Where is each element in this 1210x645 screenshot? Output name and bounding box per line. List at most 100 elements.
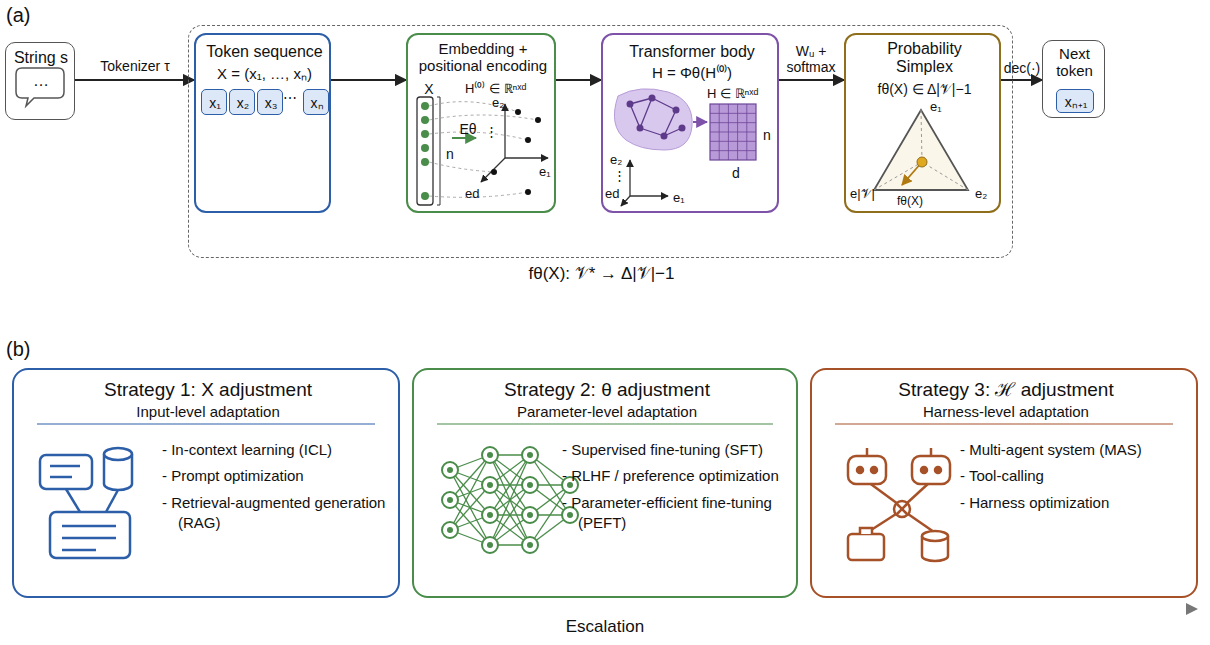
node-text: H ∈ ℝⁿˣᵈ xyxy=(707,87,781,102)
node-text: ed xyxy=(465,187,483,202)
node-title: x₃ xyxy=(258,90,284,116)
neural-network-icon xyxy=(450,485,490,530)
process-box: Embedding + positional encodingX H⁽⁰⁾ ∈ ℝ… xyxy=(406,33,556,213)
embedding-figure xyxy=(429,132,528,140)
process-box: Transformer bodyH = Φθ(H⁽⁰⁾)H ∈ ℝⁿˣᵈnde₂… xyxy=(601,33,779,213)
edge-label: Wᵤ + softmax xyxy=(780,43,842,75)
node-title: xₙ₊₁ xyxy=(1057,90,1095,114)
neural-network-icon xyxy=(527,512,533,518)
embedding-figure xyxy=(452,137,476,139)
transformer-figure xyxy=(661,133,668,140)
node-title: x₁ xyxy=(202,90,228,116)
node-title: Strategy 1: X adjustment xyxy=(14,379,402,401)
node-text: e₂ xyxy=(975,187,993,202)
node-title: String s xyxy=(6,49,76,67)
escalation-arrow xyxy=(1186,603,1198,615)
node-title: xₙ xyxy=(304,90,330,116)
embedding-figure xyxy=(515,109,521,115)
transformer-figure xyxy=(627,101,634,108)
neural-network-icon xyxy=(442,447,578,553)
agents-icon xyxy=(912,456,950,484)
node-text: e₁ xyxy=(539,165,557,180)
embedding-figure xyxy=(417,97,433,205)
node-text: e₁ xyxy=(673,191,691,206)
neural-network-icon xyxy=(442,492,458,508)
neural-network-icon xyxy=(487,482,493,488)
panel-label: (a) xyxy=(6,4,46,27)
escalation-arrow xyxy=(12,603,1198,615)
node-text: H⁽⁰⁾ ∈ ℝⁿˣᵈ xyxy=(465,82,557,97)
agents-icon xyxy=(908,514,934,532)
speech-bubble xyxy=(16,68,64,106)
simplex-figure xyxy=(874,110,968,190)
transformer-figure xyxy=(649,95,656,102)
neural-network-icon xyxy=(487,452,493,458)
ellipsis-label: ⋯ xyxy=(280,90,300,106)
neural-network-icon xyxy=(447,467,453,473)
process-box: x₂ xyxy=(229,89,255,115)
agents-icon xyxy=(848,456,886,484)
transformer-figure xyxy=(614,89,692,150)
node-text: H = Φθ(H⁽⁰⁾) xyxy=(603,64,781,81)
transformer-figure xyxy=(710,113,756,114)
embedding-figure xyxy=(421,192,429,200)
bullet-item: - Retrieval-augmented generation (RAG) xyxy=(162,493,388,534)
neural-network-icon xyxy=(482,477,498,493)
neural-network-icon xyxy=(487,542,493,548)
transformer-figure xyxy=(693,121,707,123)
transformer-figure xyxy=(629,160,630,196)
node-text: ⋮ xyxy=(485,125,495,140)
documents-icon xyxy=(40,448,132,558)
neural-network-icon xyxy=(490,455,530,545)
neural-network-icon xyxy=(527,482,533,488)
bullet-list: - Supervised fine-tuning (SFT)- RLHF / p… xyxy=(562,440,786,539)
bullet-item: - Tool-calling xyxy=(960,466,1186,486)
embedding-figure xyxy=(417,97,548,205)
embedding-figure xyxy=(421,116,429,124)
documents-icon xyxy=(66,489,80,512)
documents-icon xyxy=(40,455,92,489)
embedding-figure xyxy=(505,157,548,158)
agents-icon xyxy=(930,448,933,456)
flow-arrow xyxy=(331,79,406,81)
embedding-figure xyxy=(429,115,538,120)
bullet-item: - Prompt optimization xyxy=(162,466,388,486)
transformer-figure xyxy=(621,196,630,206)
node-text: ⋮ xyxy=(613,169,623,184)
neural-network-icon xyxy=(522,537,538,553)
neural-network-icon xyxy=(527,542,533,548)
transformer-figure xyxy=(627,95,686,140)
node-title: Token sequence xyxy=(196,43,333,61)
flow-arrow xyxy=(75,79,194,81)
node-text: X xyxy=(421,81,437,97)
simplex-figure xyxy=(874,162,922,190)
simplex-figure xyxy=(874,110,968,190)
node-title: Transformer body xyxy=(603,43,781,61)
simplex-figure xyxy=(922,162,968,190)
simplex-figure xyxy=(874,110,968,190)
node-text: e|𝒱| xyxy=(850,187,876,202)
documents-icon xyxy=(106,490,118,512)
process-box: x₁ xyxy=(201,89,227,115)
flow-arrow xyxy=(779,79,844,81)
documents-icon xyxy=(62,537,116,540)
neural-network-icon xyxy=(522,507,538,523)
process-box: xₙ₊₁ xyxy=(1056,89,1094,113)
strategy-box: Strategy 3: ℋ adjustmentHarness-level ad… xyxy=(810,368,1198,598)
transformer-figure xyxy=(673,107,680,114)
neural-network-icon xyxy=(442,462,458,478)
agents-icon xyxy=(897,504,907,514)
simplex-figure xyxy=(917,157,927,167)
edge-label: dec(·) xyxy=(1001,60,1043,76)
embedding-figure xyxy=(481,158,505,182)
node-text: fθ(X) xyxy=(885,195,935,209)
neural-network-icon xyxy=(442,522,458,538)
neural-network-icon xyxy=(487,512,493,518)
node-text: e₁ xyxy=(930,100,948,115)
neural-network-icon xyxy=(482,537,498,553)
node-subtitle: Input-level adaptation xyxy=(14,403,402,420)
node-title: Embedding + positional encoding xyxy=(410,40,556,75)
transformer-figure xyxy=(710,104,756,160)
